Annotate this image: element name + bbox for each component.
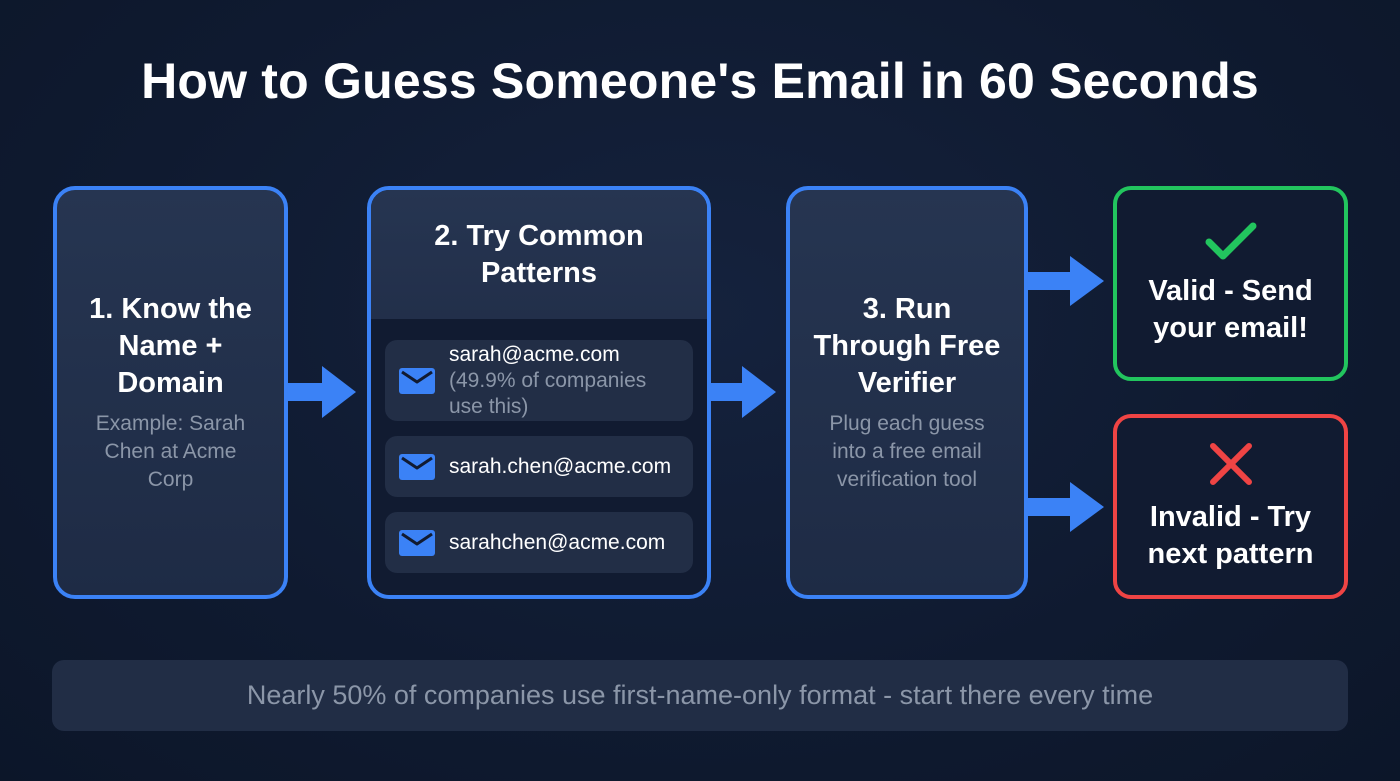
pattern-email: sarah@acme.com — [449, 342, 620, 366]
arrow-right-icon — [711, 366, 776, 418]
invalid-outcome-box: Invalid - Try next pattern — [1113, 414, 1348, 599]
arrow-right-icon — [1028, 482, 1104, 532]
step-3-title: 3. Run Through Free Verifier — [813, 293, 1001, 399]
x-icon — [1209, 442, 1252, 485]
step-1-description: Example: Sarah Chen at Acme Corp — [95, 412, 246, 491]
step-2-title: 2. Try Common Patterns — [434, 219, 644, 289]
page-title: How to Guess Someone's Email in 60 Secon… — [141, 53, 1259, 109]
arrow-right-icon — [1028, 256, 1104, 306]
valid-outcome-box: Valid - Send your email! — [1113, 186, 1348, 381]
step-1-box: 1. Know the Name + Domain Example: Sarah… — [53, 186, 288, 599]
pattern-item: sarahchen@acme.com — [385, 512, 693, 573]
step-2-header: 2. Try Common Patterns — [371, 190, 707, 319]
step-1-title: 1. Know the Name + Domain — [89, 293, 252, 399]
pattern-email: sarah.chen@acme.com — [449, 454, 672, 478]
invalid-outcome-label: Invalid - Try next pattern — [1147, 500, 1314, 570]
step-3-description: Plug each guess into a free email verifi… — [829, 412, 985, 491]
pattern-text: sarah@acme.com (49.9% of companies use t… — [449, 342, 679, 420]
pattern-email: sarahchen@acme.com — [449, 530, 666, 554]
pattern-item: sarah@acme.com (49.9% of companies use t… — [385, 340, 693, 421]
mail-icon — [399, 367, 435, 394]
valid-outcome-label: Valid - Send your email! — [1148, 274, 1313, 344]
footer-tip-text: Nearly 50% of companies use first-name-o… — [246, 680, 1154, 710]
pattern-note: (49.9% of companies use this) — [449, 368, 647, 418]
footer-tip-bar: Nearly 50% of companies use first-name-o… — [52, 660, 1348, 731]
arrow-right-icon — [288, 366, 356, 418]
step-3-box: 3. Run Through Free Verifier Plug each g… — [786, 186, 1028, 599]
step-2-box: 2. Try Common Patterns sarah@acme.com (4… — [367, 186, 711, 599]
mail-icon — [399, 453, 435, 480]
mail-icon — [399, 529, 435, 556]
pattern-item: sarah.chen@acme.com — [385, 436, 693, 497]
pattern-list: sarah@acme.com (49.9% of companies use t… — [371, 319, 707, 573]
check-icon — [1205, 222, 1256, 259]
